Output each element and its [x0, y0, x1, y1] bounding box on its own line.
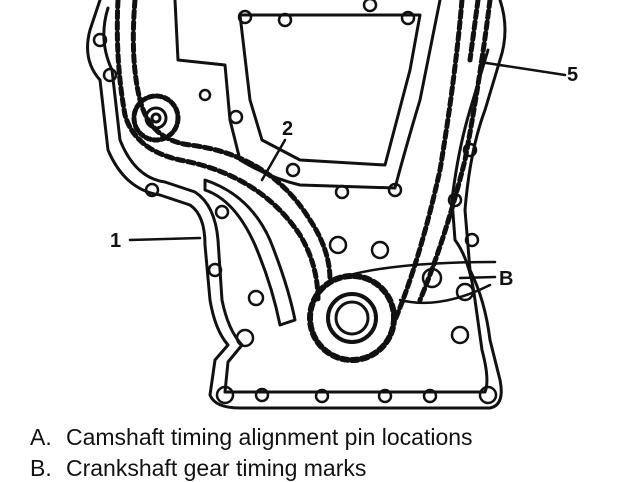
- legend-item-a: A. Camshaft timing alignment pin location…: [30, 424, 473, 451]
- callout-5: 5: [567, 64, 579, 86]
- chain-guide: [203, 178, 297, 327]
- left-timing-chain: [114, 0, 333, 303]
- legend-text: Crankshaft gear timing marks: [66, 455, 367, 481]
- legend-text: Camshaft timing alignment pin locations: [66, 424, 473, 450]
- timing-chain-diagram: [86, 0, 567, 410]
- bolt-holes: [92, 0, 498, 405]
- legend-key: A.: [30, 424, 52, 450]
- leader-lines: [128, 60, 567, 280]
- legend-item-b: B. Crankshaft gear timing marks: [30, 455, 366, 482]
- callout-2: 2: [282, 118, 294, 140]
- right-timing-chain: [392, 0, 493, 323]
- callout-b: B: [499, 268, 514, 290]
- callout-1: 1: [110, 230, 122, 252]
- crankshaft-sprocket: [307, 273, 397, 363]
- legend-key: B.: [30, 455, 52, 481]
